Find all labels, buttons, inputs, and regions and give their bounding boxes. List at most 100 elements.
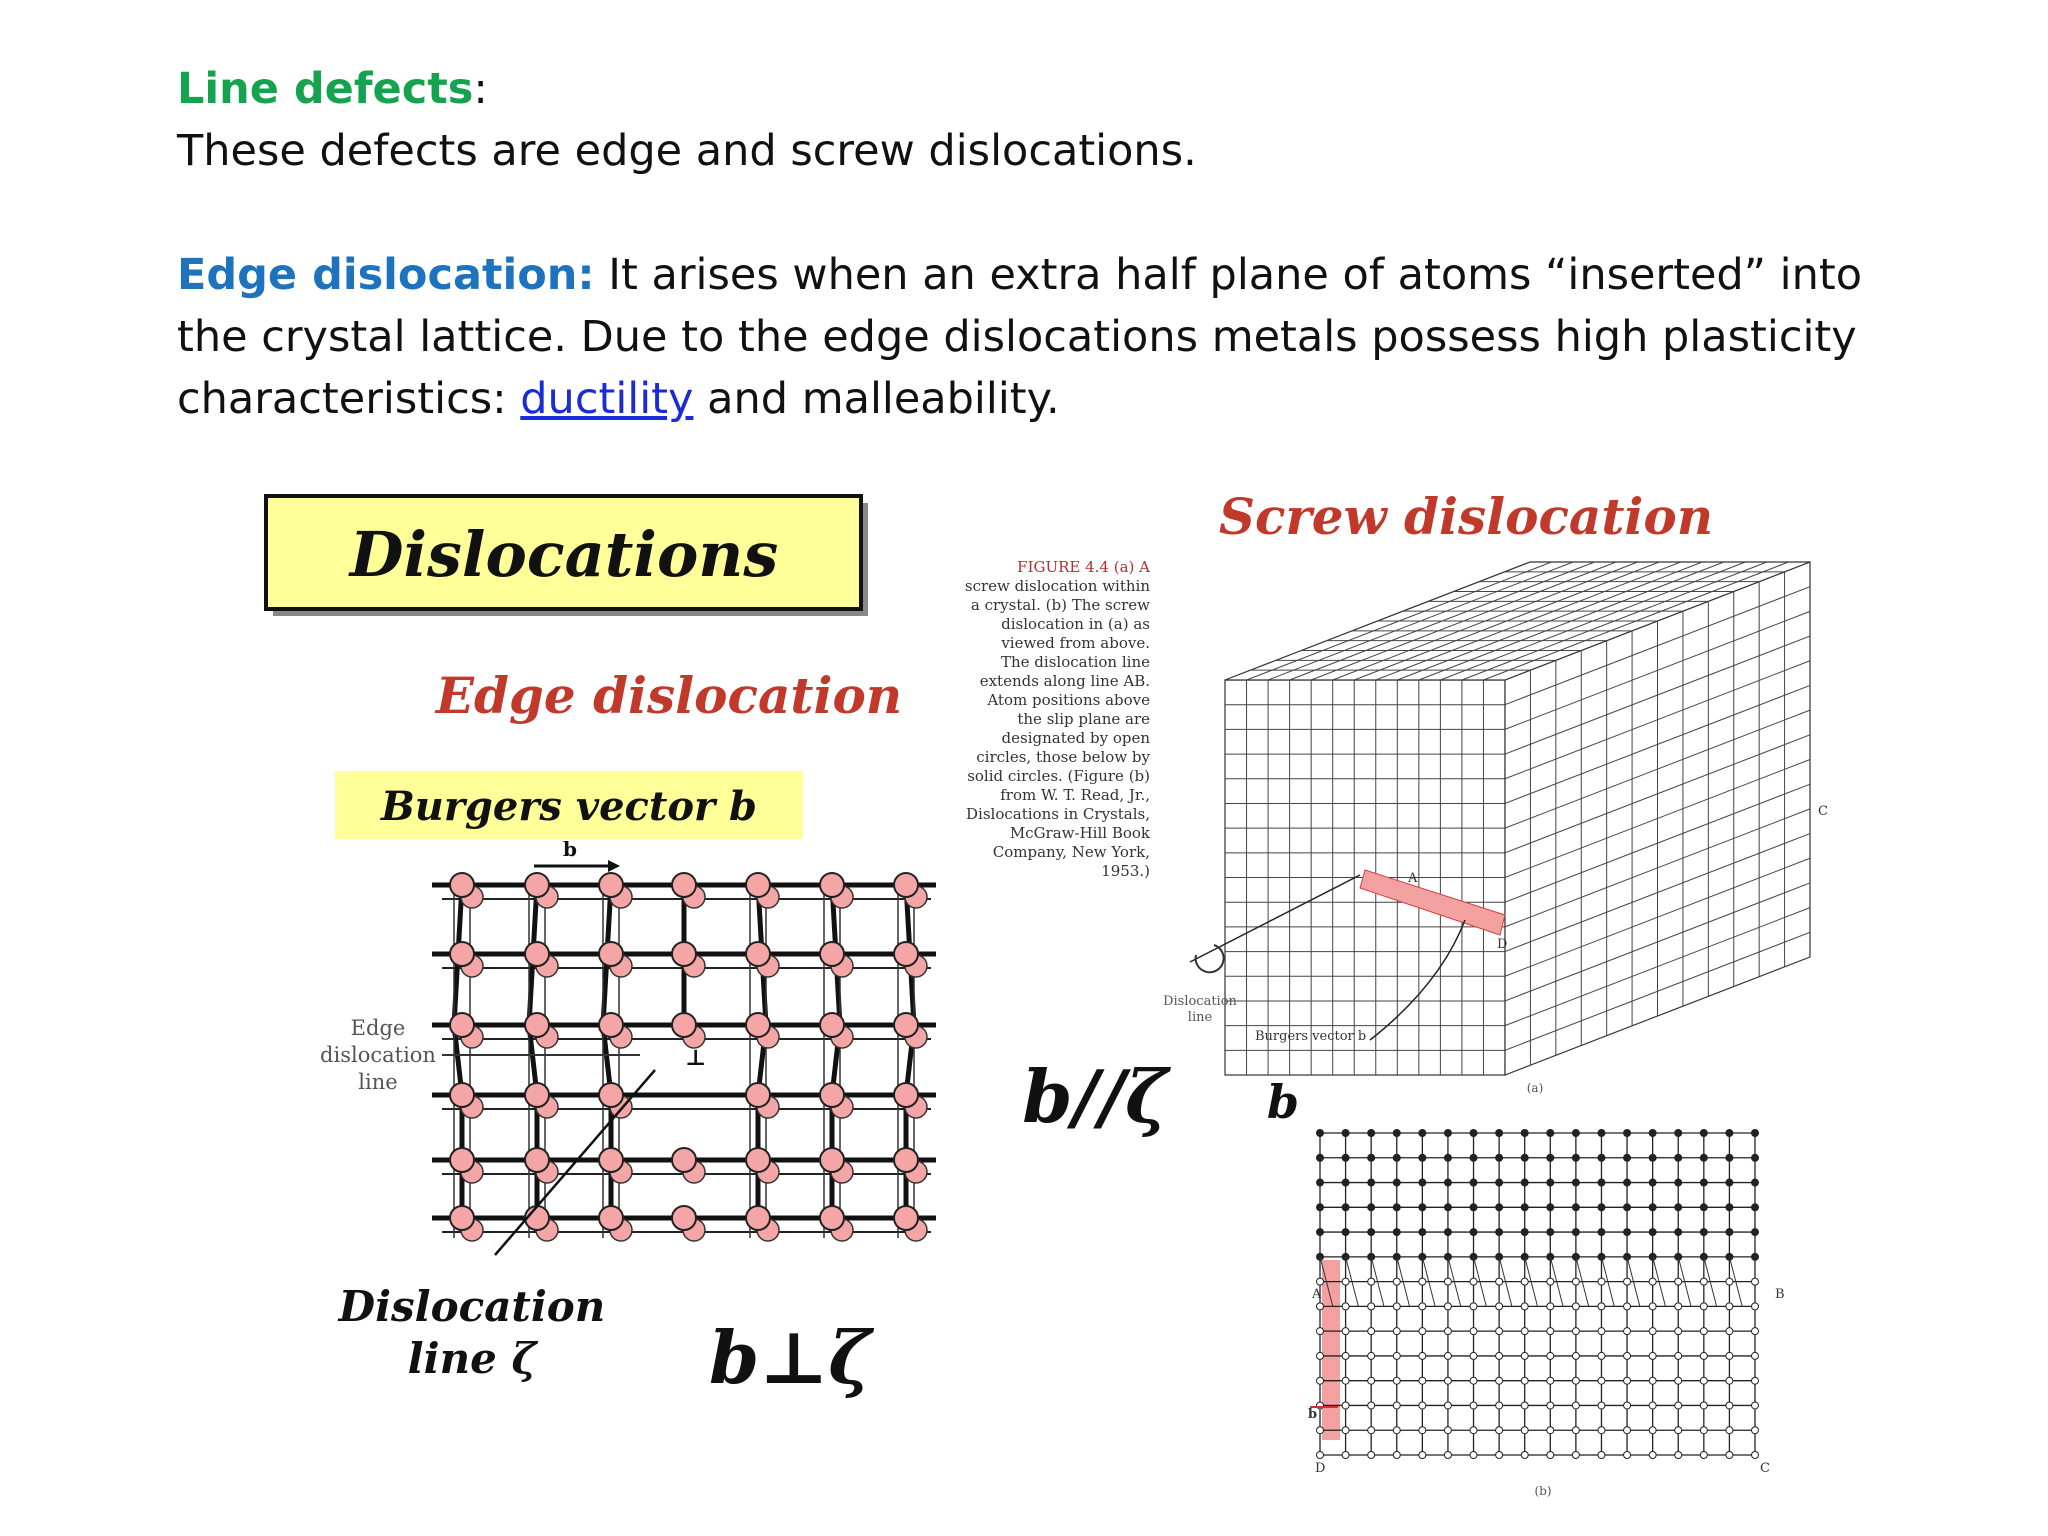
parallel-formula: b//ζ: [1022, 1054, 1171, 1139]
grid-atom: [1597, 1351, 1606, 1360]
cube-grid-line: [1504, 907, 1811, 1027]
grid-atom: [1469, 1178, 1478, 1187]
edge-line-label-1: Edge: [351, 1016, 406, 1040]
burgers-banner: [335, 771, 803, 839]
grid-atom: [1392, 1153, 1401, 1162]
grid-atom: [1725, 1228, 1734, 1237]
cube-sub-a: (a): [1527, 1081, 1544, 1095]
atom: [745, 1147, 771, 1173]
grid-atom: [1418, 1153, 1427, 1162]
grid-atom: [1418, 1376, 1427, 1385]
grid-atom: [1546, 1327, 1555, 1336]
grid-atom: [1699, 1451, 1708, 1459]
grid-atom: [1674, 1203, 1683, 1212]
lattice-column: [526, 884, 540, 1233]
grid-atom: [1443, 1129, 1452, 1137]
grid-shear-line: [1677, 1256, 1692, 1307]
grid-atom: [1316, 1426, 1324, 1435]
atom: [598, 941, 624, 967]
grid-label-b: B: [1775, 1287, 1785, 1302]
grid-atom: [1597, 1401, 1606, 1410]
atom: [449, 941, 475, 967]
caption-line: viewed from above.: [1000, 634, 1150, 652]
dislocation-arrow: [494, 1069, 656, 1256]
grid-atom: [1495, 1302, 1504, 1311]
grid-atom: [1648, 1451, 1657, 1459]
atom: [598, 1082, 624, 1108]
b-arrow-label: b: [563, 837, 577, 861]
grid-atom: [1392, 1376, 1401, 1385]
grid-atom: [1623, 1302, 1632, 1311]
grid-atom: [1751, 1351, 1759, 1360]
caption-line: McGraw-Hill Book: [1010, 824, 1151, 842]
caption-line: a crystal. (b) The screw: [971, 596, 1150, 614]
grid-atom: [1418, 1203, 1427, 1212]
grid-atom: [1495, 1401, 1504, 1410]
grid-label-b-vector: b: [1308, 1407, 1317, 1422]
grid-atom: [1495, 1228, 1504, 1237]
cube-grid-line: [1504, 660, 1811, 780]
grid-atom: [1418, 1426, 1427, 1435]
grid-atom: [1674, 1426, 1683, 1435]
grid-atom: [1648, 1426, 1657, 1435]
grid-atom: [1725, 1401, 1734, 1410]
grid-atom: [1751, 1228, 1759, 1237]
atom: [449, 1012, 475, 1038]
grid-atom: [1443, 1203, 1452, 1212]
atom: [819, 1082, 845, 1108]
atom: [524, 1082, 550, 1108]
atom: [745, 872, 771, 898]
grid-atom: [1316, 1302, 1324, 1311]
atom: [745, 941, 771, 967]
grid-atom: [1443, 1327, 1452, 1336]
grid-atom: [1520, 1351, 1529, 1360]
grid-atom: [1597, 1129, 1606, 1137]
dislocation-line-label-1: Dislocation: [338, 1282, 606, 1331]
grid-atom: [1418, 1178, 1427, 1187]
grid-atom: [1751, 1203, 1759, 1212]
cube-grid-line: [1504, 734, 1811, 854]
grid-shear-line: [1524, 1256, 1538, 1307]
grid-atom: [1443, 1376, 1452, 1385]
grid-atom: [1520, 1129, 1529, 1137]
grid-atom: [1367, 1451, 1376, 1459]
grid-atom: [1699, 1376, 1708, 1385]
atom: [449, 1147, 475, 1173]
grid-atom: [1546, 1426, 1555, 1435]
ductility-link[interactable]: ductility: [520, 374, 694, 424]
grid-atom: [1392, 1277, 1401, 1286]
grid-atom: [1495, 1178, 1504, 1187]
atom: [449, 872, 475, 898]
grid-atom: [1597, 1228, 1606, 1237]
grid-atom: [1341, 1277, 1350, 1286]
grid-atom: [1418, 1228, 1427, 1237]
atom: [598, 872, 624, 898]
grid-shear-line: [1396, 1256, 1411, 1307]
grid-atom: [1699, 1277, 1708, 1286]
lattice-column: [600, 884, 614, 1233]
grid-atom: [1674, 1228, 1683, 1237]
grid-atom: [1751, 1376, 1759, 1385]
grid-atom: [1520, 1451, 1529, 1459]
cube-grid-line: [1504, 931, 1811, 1051]
grid-atom: [1546, 1376, 1555, 1385]
grid-atom: [1341, 1426, 1350, 1435]
grid-atom: [1674, 1129, 1683, 1137]
grid-atom: [1316, 1327, 1324, 1336]
grid-atom: [1520, 1327, 1529, 1336]
grid-atom: [1546, 1228, 1555, 1237]
grid-atom: [1443, 1178, 1452, 1187]
grid-atom: [1674, 1327, 1683, 1336]
grid-atom: [1725, 1153, 1734, 1162]
atom: [524, 941, 550, 967]
grid-atom: [1469, 1351, 1478, 1360]
grid-atom: [1725, 1351, 1734, 1360]
grid-shear-line: [1575, 1256, 1590, 1307]
grid-atom: [1597, 1302, 1606, 1311]
cube-grid-line: [1504, 709, 1811, 829]
atom: [524, 1147, 550, 1173]
grid-atom: [1520, 1277, 1529, 1286]
cube-label-c: C: [1818, 804, 1828, 819]
grid-atom: [1520, 1302, 1529, 1311]
screw-top-grid: [1310, 1129, 1759, 1459]
